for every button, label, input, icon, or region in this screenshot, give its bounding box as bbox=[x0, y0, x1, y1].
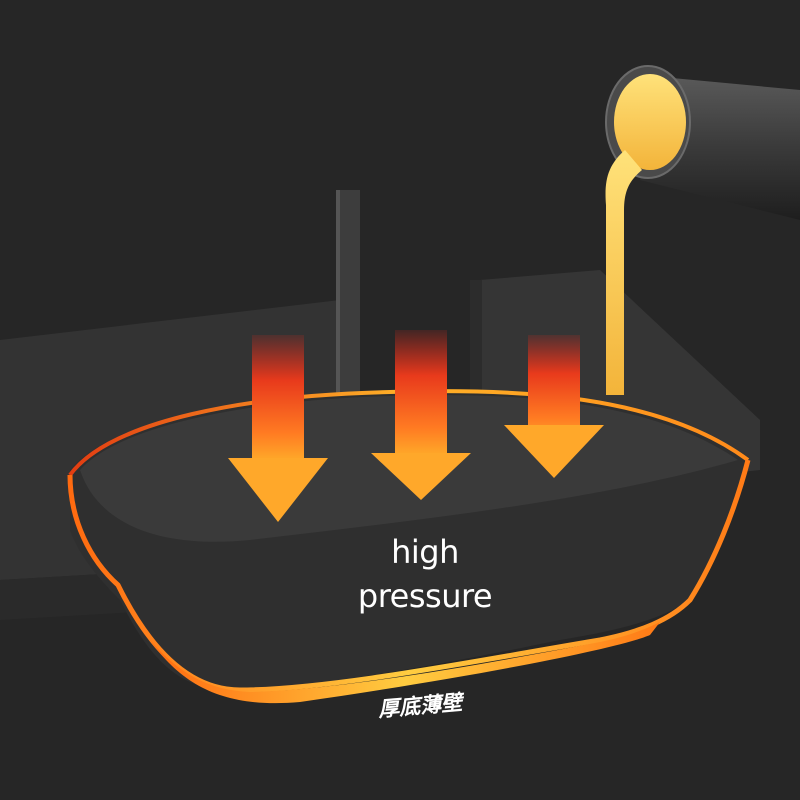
pressure-arrow-right bbox=[504, 335, 604, 478]
pressure-arrow-left bbox=[228, 335, 328, 522]
pressure-label-line1: high bbox=[391, 533, 459, 571]
ladle-metal bbox=[614, 74, 686, 170]
molten-stream bbox=[605, 150, 642, 395]
pressure-arrow-center bbox=[371, 330, 471, 500]
pan-rim bbox=[68, 389, 750, 477]
pressure-label-line2: pressure bbox=[357, 577, 493, 615]
pressure-label: high pressure bbox=[345, 530, 505, 618]
pan-rim-side bbox=[67, 459, 751, 693]
